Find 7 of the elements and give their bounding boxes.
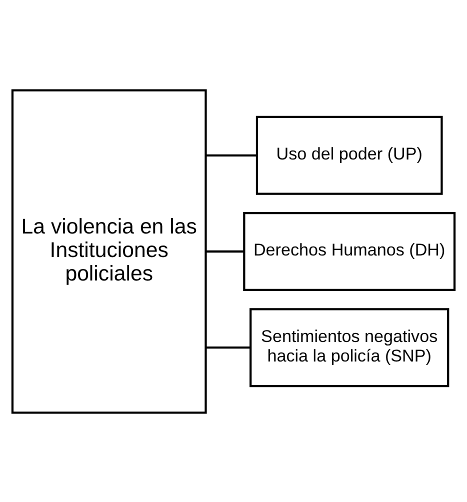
node-box: Uso del poder (UP)	[256, 115, 443, 194]
connector	[206, 154, 257, 156]
node-box: Sentimientos negativos hacia la policía (SNP)	[250, 308, 450, 387]
connector	[206, 250, 244, 252]
connector	[206, 346, 251, 348]
node-box: Derechos Humanos (DH)	[243, 212, 456, 290]
node-box: La violencia en las Instituciones policiales	[11, 88, 207, 414]
